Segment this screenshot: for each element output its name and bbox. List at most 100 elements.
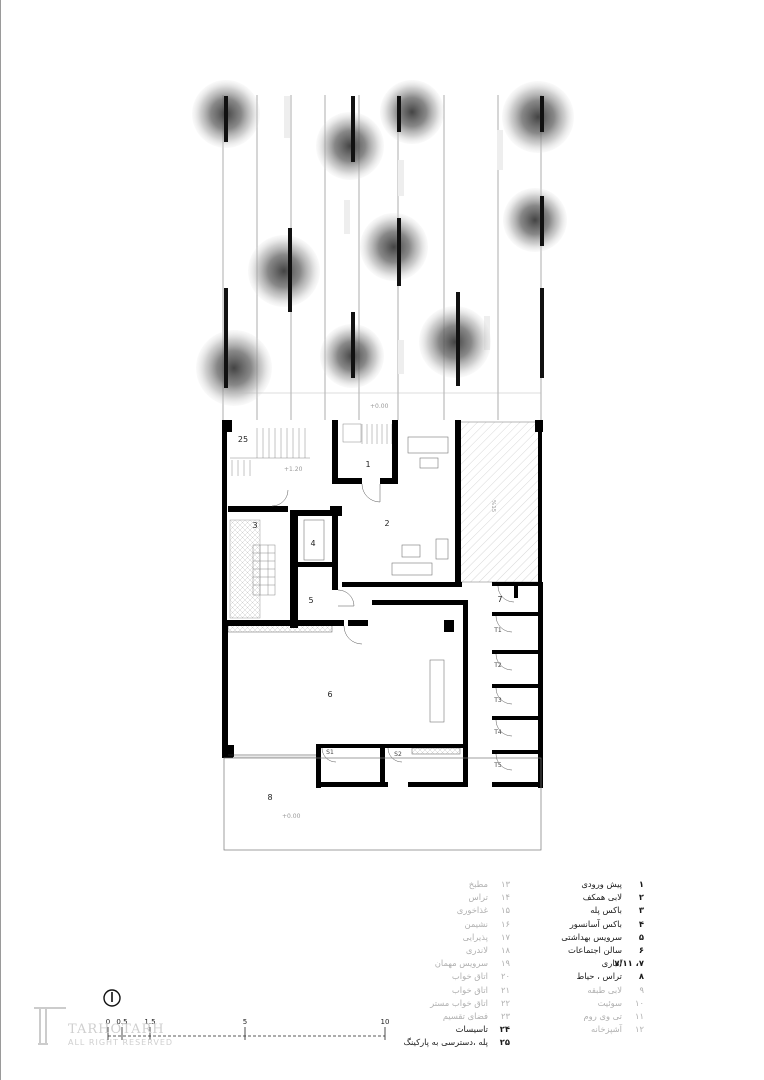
legend-item: ۲۲ اتاق خواب مستر	[404, 997, 510, 1010]
legend-number: ۴	[638, 918, 644, 929]
storage-t2-label: T2	[493, 662, 502, 669]
legend-item: ۱۹ سرویس مهمان	[404, 957, 510, 970]
legend-label: اتاق خواب	[451, 971, 488, 982]
walls	[222, 420, 543, 788]
furniture	[227, 436, 461, 755]
legend-item: ۱۰ سوئیت	[561, 997, 644, 1010]
legend-label: سرویس مهمان	[434, 958, 488, 969]
legend-label: باکس آسانسور	[569, 918, 622, 929]
legend-number: ۲۵	[499, 1037, 510, 1048]
logo-t-icon	[34, 1007, 66, 1045]
tree-icon	[248, 235, 320, 307]
legend-number: ۱۴	[501, 892, 510, 903]
legend-number: ۸	[638, 971, 644, 982]
legend-label: تراس ، حیاط	[576, 971, 622, 982]
legend-number: ۲۱	[501, 984, 510, 995]
legend-number: ۱۶	[501, 918, 510, 929]
logo: TARHOTARH ALL RIGHT RESERVED	[28, 1000, 188, 1052]
legend-number: ۹	[639, 984, 645, 995]
north-arrow-icon	[103, 989, 121, 1007]
parking-ramp	[459, 421, 541, 583]
legend-number: ۲۴	[499, 1024, 510, 1035]
legend-label: تی وی روم	[583, 1011, 622, 1022]
legend-label: مطبخ	[468, 879, 488, 889]
legend-number: ۱۹	[501, 958, 510, 969]
legend-number: ۱۱	[635, 1011, 644, 1022]
legend-number: ۱۰	[635, 997, 644, 1008]
stair-3	[252, 544, 276, 596]
legend-number: ۱۵	[501, 905, 510, 916]
terrace-outline	[223, 757, 542, 851]
scale-label: 5	[243, 1018, 247, 1026]
legend-item: ۵ سرویس بهداشتی	[561, 931, 644, 944]
legend-label: تراس	[468, 892, 488, 903]
legend-number: ۲۰	[501, 971, 510, 982]
legend-label: نشیمن	[464, 918, 488, 929]
legend-label: سرویس بهداشتی	[561, 931, 622, 942]
storage-t5-label: T5	[493, 762, 502, 769]
legend-item: ۱۵ غذاخوری	[404, 904, 510, 917]
legend-item: ۲۵ پله ،دسترسی به پارکینگ	[404, 1036, 510, 1049]
legend-number: ۲	[638, 892, 644, 903]
room-1-label: 1	[365, 460, 370, 469]
tree-icon	[419, 306, 491, 378]
legend-label: پیش ورودی	[581, 879, 622, 889]
tree-icon	[380, 80, 444, 144]
legend-number: ۱۸	[501, 945, 510, 956]
legend-label: باکس پله	[590, 905, 622, 916]
storage-t1-label: T1	[493, 627, 502, 634]
legend-label: غذاخوری	[456, 905, 488, 916]
legend-item: ۲۴ تاسیسات	[404, 1023, 510, 1036]
scale-label: 0	[106, 1018, 110, 1026]
scale-bar: 0 0.5 1.5 5 10	[106, 1018, 390, 1040]
storage-t4-label: T4	[493, 729, 502, 736]
scale-label: 0.5	[116, 1018, 127, 1026]
legend-label: پله ،دسترسی به پارکینگ	[403, 1037, 488, 1048]
page-border	[0, 0, 1, 1080]
legend-label: فضای تقسیم	[442, 1011, 488, 1022]
scale-label: 10	[381, 1018, 390, 1026]
legend-item: ۲۳ فضای تقسیم	[404, 1010, 510, 1023]
legend-item: ۱۸ لاندری	[404, 944, 510, 957]
legend-number: ۵	[638, 931, 644, 942]
fence-bars	[224, 96, 544, 388]
logo-tagline: ALL RIGHT RESERVED	[68, 1038, 174, 1047]
entry-stair	[342, 423, 393, 444]
legend-number: ۱	[638, 879, 644, 889]
legend-number: ۷، ۷/۱۱	[614, 958, 644, 969]
room-3-label: 3	[252, 521, 257, 530]
legend-label: لاندری	[465, 945, 488, 956]
legend-item: ۶ سالن اجتماعات	[561, 944, 644, 957]
legend-label: انباری	[601, 958, 622, 969]
room-25-label: 25	[238, 435, 248, 444]
legend-label: اتاق خواب مستر	[430, 997, 488, 1008]
legend-label: سالن اجتماعات	[567, 945, 622, 956]
legend-number: ۲۳	[501, 1011, 510, 1022]
logo-name: TARHOTARH	[68, 1022, 165, 1037]
legend-label: تاسیسات	[455, 1024, 488, 1035]
legend-label: پذیرایی	[462, 931, 488, 942]
room-7-label: 7	[497, 595, 502, 604]
stair-25	[230, 428, 310, 476]
trees	[192, 80, 574, 406]
legend-label: لابی همکف	[582, 892, 622, 903]
legend-item: ۱ پیش ورودی	[561, 878, 644, 891]
tree-icon	[316, 112, 384, 180]
ramp-slope: %15	[490, 500, 496, 513]
legend-item: ۱۴ تراس	[404, 891, 510, 904]
legend-number: ۲۲	[501, 997, 510, 1008]
storage-t3-label: T3	[493, 697, 502, 704]
legend-item: ۱۶ نشیمن	[404, 918, 510, 931]
room-5-label: 5	[308, 596, 313, 605]
legend-number: ۶	[638, 945, 644, 956]
legend-label: سوئیت	[597, 997, 622, 1008]
service-s2-label: S2	[394, 751, 402, 758]
legend-item: ۲۰ اتاق خواب	[404, 970, 510, 983]
